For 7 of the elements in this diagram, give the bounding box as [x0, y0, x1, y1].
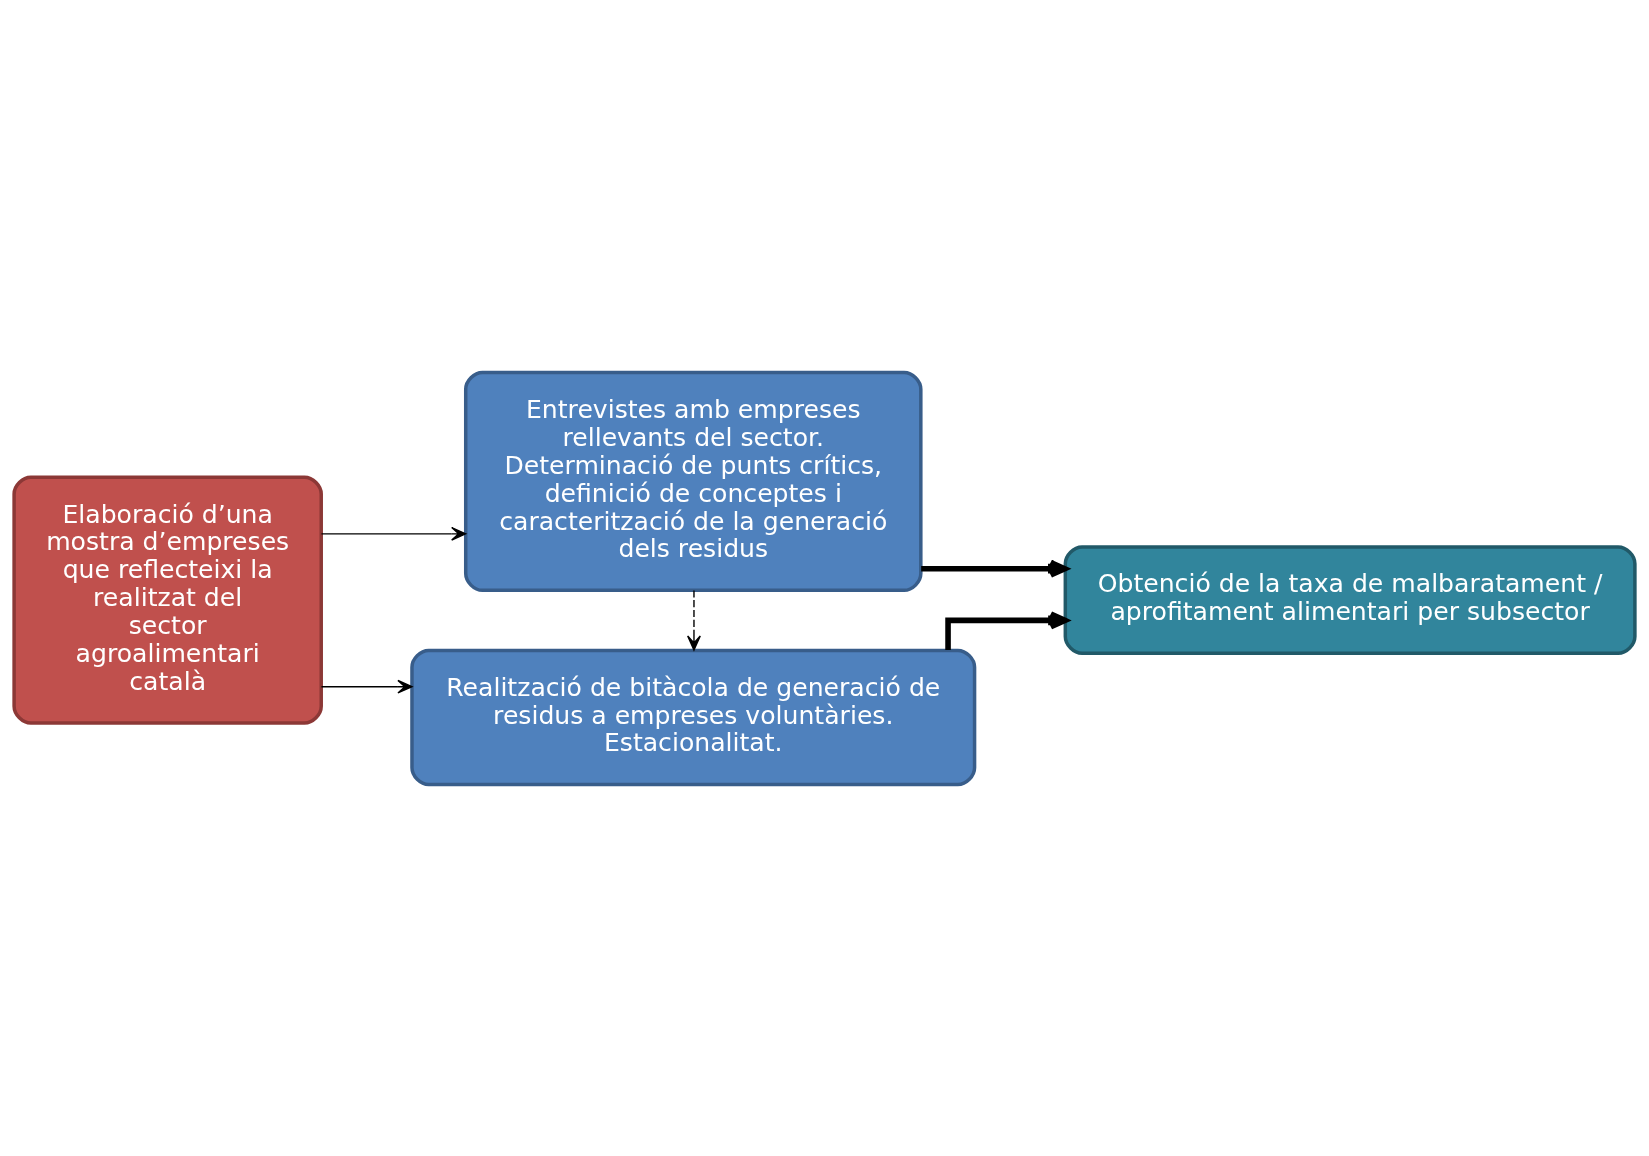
arrow: [687, 589, 701, 651]
node-box: Entrevistes amb empreses rellevants del sector. Determinació de punts crítics, definició de conceptes i caracterització de la generació dels residus: [463, 370, 923, 592]
node-box: Obtenció de la taxa de malbaratament / aprofitament alimentari per subsector: [1063, 544, 1637, 655]
arrow: [320, 526, 467, 541]
node-box: Realització de bitàcola de generació de residus a empreses voluntàries. Estacionalitat.: [410, 648, 977, 786]
arrow: [320, 679, 413, 694]
node-box: Elaboració d’una mostra d’empreses que reflecteixi la realitzat del sector agroalimentari català: [12, 475, 323, 725]
